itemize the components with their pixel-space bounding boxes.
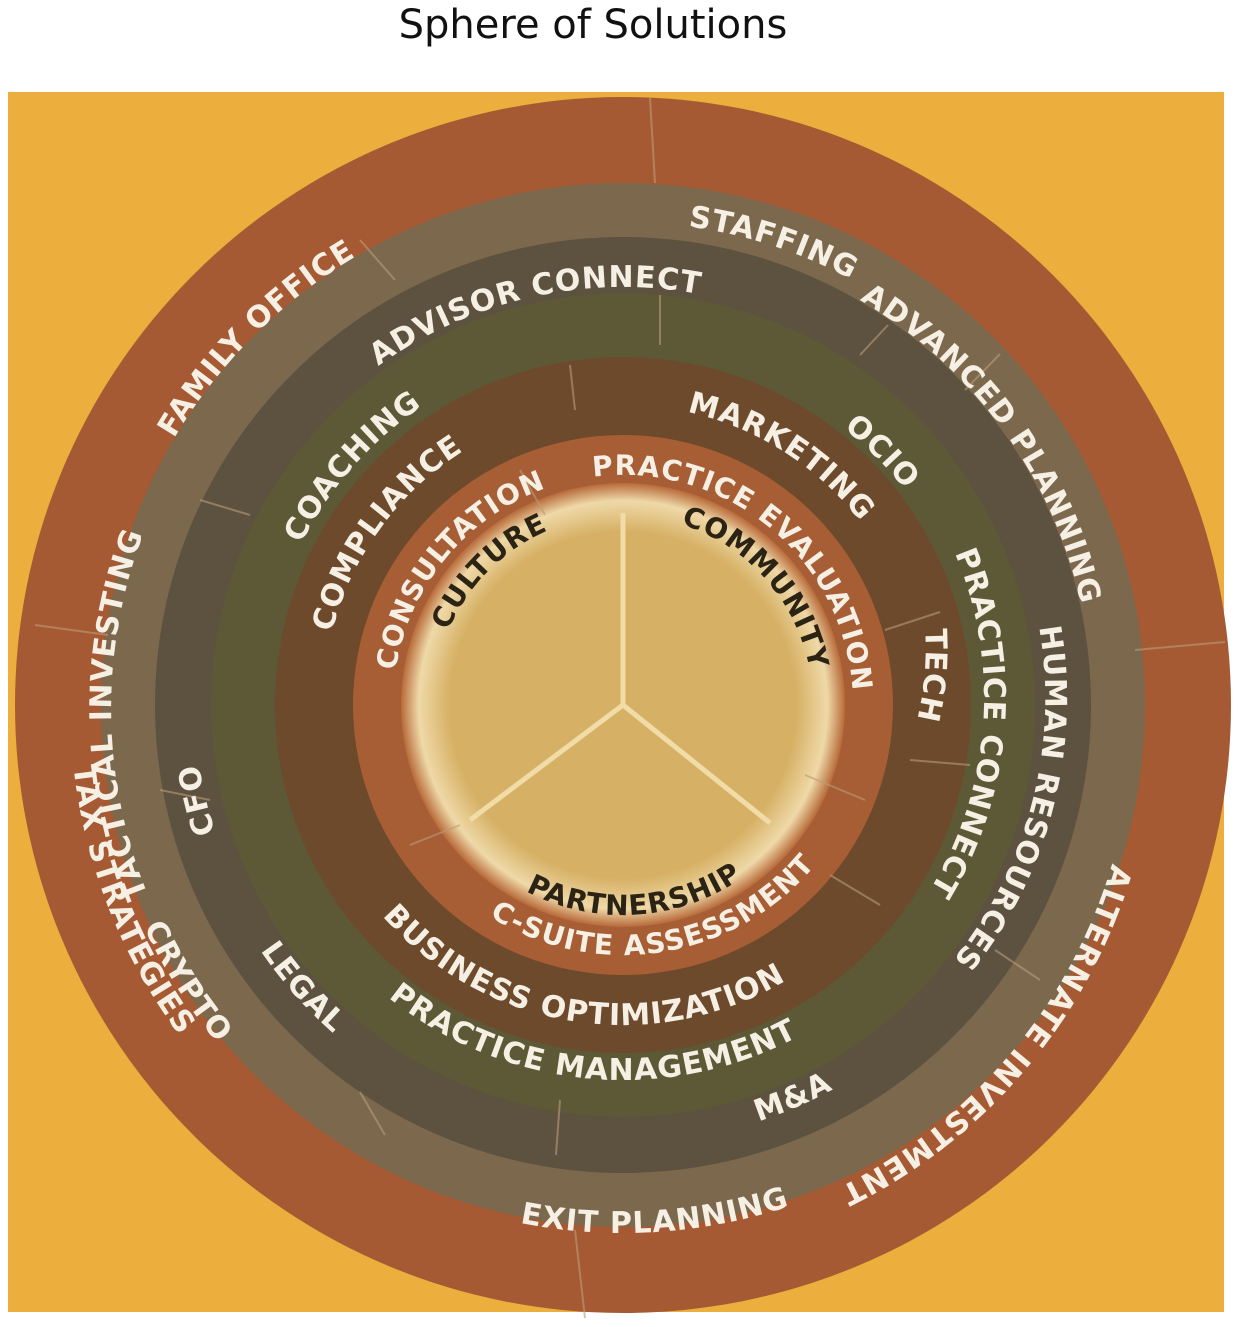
page-title: Sphere of Solutions [398, 2, 788, 48]
core-dividers [468, 513, 772, 825]
segment-separators [34, 97, 1226, 1319]
